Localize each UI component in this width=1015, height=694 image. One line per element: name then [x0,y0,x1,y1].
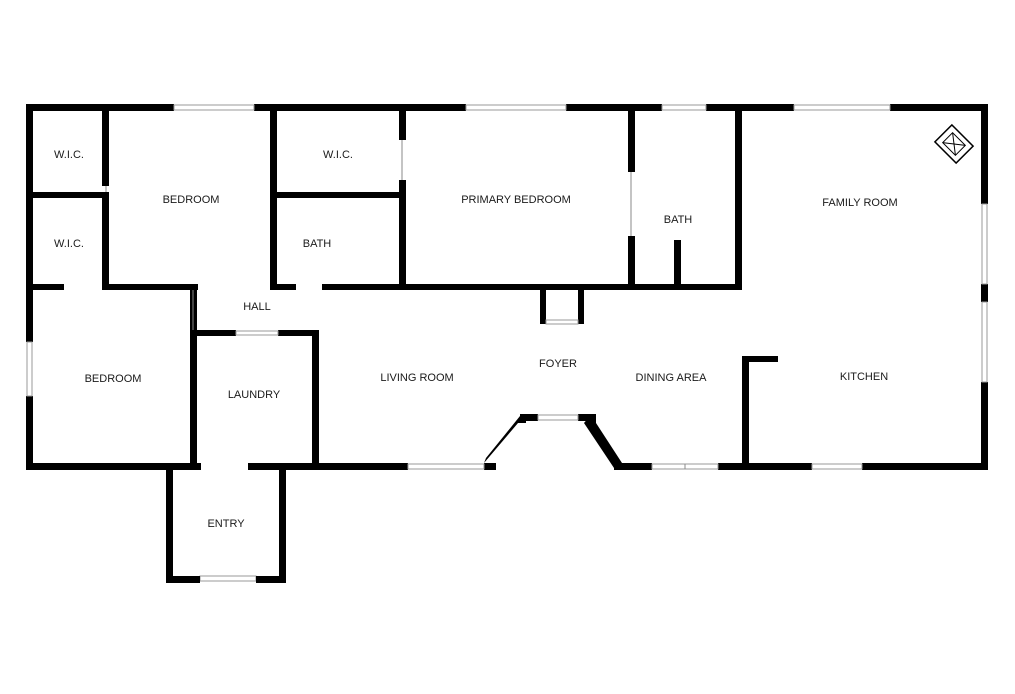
room-label-bedroom-top: BEDROOM [163,194,220,206]
windows [26,104,988,582]
room-label-wic-mid-left: W.I.C. [54,238,84,250]
room-label-bath-right: BATH [664,214,693,226]
room-label-bedroom-left: BEDROOM [85,373,142,385]
exterior-walls [26,104,988,470]
room-label-living-room: LIVING ROOM [380,372,453,384]
room-label-bath-center: BATH [303,238,332,250]
room-label-kitchen: KITCHEN [840,371,888,383]
room-label-laundry: LAUNDRY [228,389,281,401]
room-labels: W.I.C. W.I.C. BEDROOM W.I.C. BATH PRIMAR… [54,149,898,530]
room-label-wic-top-left: W.I.C. [54,149,84,161]
room-label-entry: ENTRY [207,518,245,530]
room-label-primary-bedroom: PRIMARY BEDROOM [461,194,571,206]
room-label-family-room: FAMILY ROOM [822,197,897,209]
room-label-dining-area: DINING AREA [636,372,708,384]
interior-walls [26,104,778,583]
fireplace-icon [933,123,975,165]
room-label-foyer: FOYER [539,358,577,370]
room-label-wic-center: W.I.C. [323,149,353,161]
room-label-hall: HALL [243,301,271,313]
